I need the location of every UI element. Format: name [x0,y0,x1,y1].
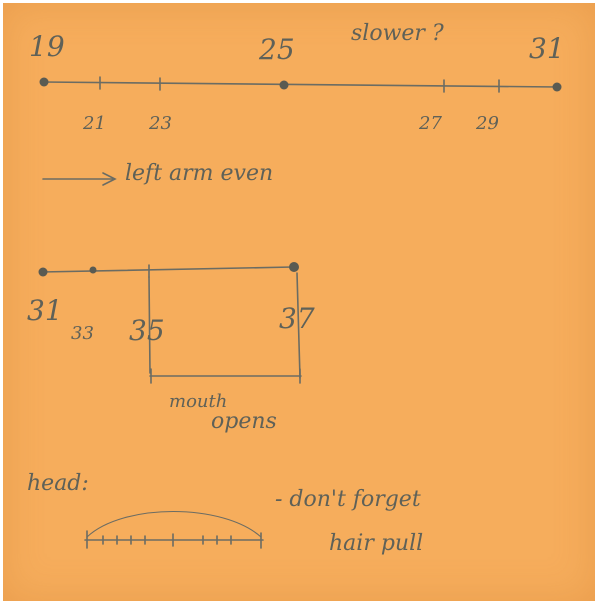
label-19: 19 [29,30,65,63]
label-31-b: 31 [27,294,63,327]
bracket-right [296,272,301,379]
note-dont-forget: - don't forget [275,487,421,512]
note-hair-pull: hair pull [329,531,424,556]
timeline-middle-dot [289,262,299,272]
arrow-head [102,172,117,186]
timeline-middle-dot [89,266,97,274]
bracket-left [148,276,151,374]
note-slower: slower ? [351,21,444,46]
timeline-top-dot [39,77,49,87]
label-31: 31 [529,32,565,65]
label-37: 37 [279,302,315,335]
caption-mouth: mouth [169,391,228,412]
timeline-top-dot [552,82,562,92]
timeline-top-dot [279,80,289,90]
label-29: 29 [476,113,499,134]
head-arc [86,511,262,538]
pencil-drawing [38,76,562,549]
head-label: head: [27,471,89,496]
timeline-top-line [42,81,560,88]
label-35: 35 [129,314,165,347]
label-33: 33 [71,323,94,344]
timeline-middle-line [40,266,294,273]
label-25: 25 [259,33,295,66]
label-27: 27 [419,113,442,134]
caption-opens: opens [211,409,277,434]
sticky-note: 19 25 31 slower ? 21 23 27 29 left arm e… [3,3,595,601]
label-23: 23 [149,113,172,134]
timeline-middle-dot [38,267,48,277]
label-21: 21 [83,113,106,134]
note-left-arm-even: left arm even [125,161,274,186]
